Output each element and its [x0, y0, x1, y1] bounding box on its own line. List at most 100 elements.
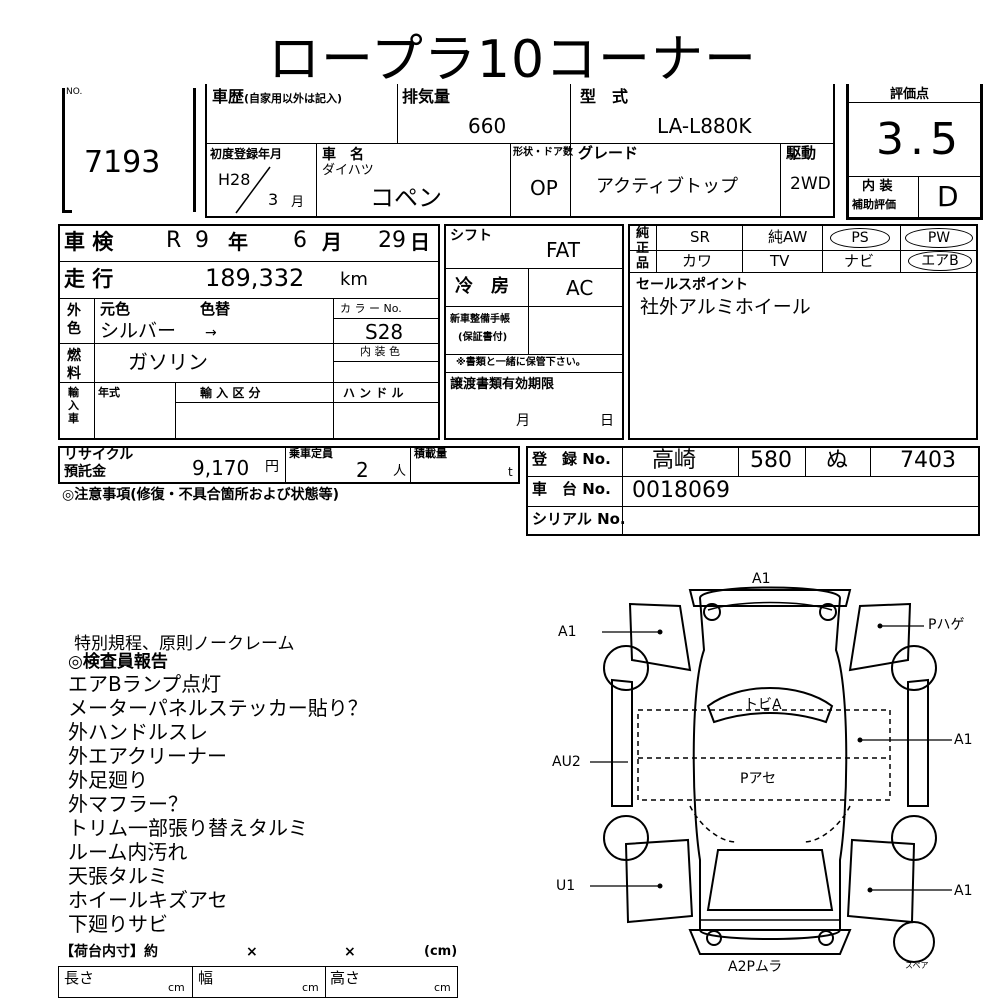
front-bumper	[688, 589, 852, 607]
mileage-unit: km	[340, 269, 368, 290]
right-rocker	[907, 678, 929, 807]
capacity-unit: 人	[393, 464, 407, 479]
displacement-label: 排気量	[402, 87, 451, 106]
rear-window	[706, 849, 834, 911]
cargo-height-label: 高さ	[330, 969, 361, 987]
drive-label: 駆動	[786, 144, 817, 162]
windshield	[706, 687, 834, 724]
damage-roof: トビA	[744, 697, 782, 713]
list-item: 外足廻り	[68, 768, 148, 792]
rear-bumper	[688, 929, 852, 955]
inspection-year-unit: 年	[228, 230, 248, 254]
cargo-width-unit: cm	[302, 981, 319, 994]
equip-ps: PS	[830, 228, 890, 248]
list-item: エアBランプ点灯	[68, 672, 222, 696]
color-arrow: →	[205, 325, 217, 341]
damage-right-top: Pハゲ	[928, 617, 965, 633]
inspection-era: R	[166, 228, 182, 253]
floor-dashed-outline	[637, 709, 891, 801]
registration-place: 高崎	[652, 448, 697, 473]
inspection-day-unit: 日	[410, 230, 430, 254]
special-rule: 特別規程、原則ノークレーム	[74, 634, 295, 654]
damage-left-mid: AU2	[552, 754, 581, 770]
list-item: 外ハンドルスレ	[68, 720, 208, 744]
equip-tv: TV	[770, 252, 790, 270]
left-rear-panel	[624, 838, 694, 924]
serial-label: シリアル No.	[532, 510, 626, 528]
capacity-label: 乗車定員	[289, 447, 333, 460]
first-reg-label: 初度登録年月	[210, 147, 283, 161]
body-door-label: 形状・ドア数	[513, 147, 573, 158]
lot-label: NO.	[66, 87, 83, 97]
cargo-box	[58, 966, 458, 998]
car-damage-diagram	[590, 586, 952, 963]
score-value: 3.5	[876, 114, 964, 165]
detail-box-middle	[444, 224, 624, 440]
inspection-label: 車 検	[64, 230, 114, 254]
color-value: シルバー	[100, 320, 177, 342]
list-item: ルーム内汚れ	[68, 840, 188, 864]
grade-label: グレード	[578, 144, 639, 162]
ac-label: 冷 房	[455, 276, 509, 297]
fuel-label: 燃 料	[67, 348, 81, 382]
car-name-label: 車 名	[322, 147, 364, 163]
capacity-value: 2	[356, 458, 369, 482]
lot-bracket-left	[62, 88, 65, 212]
first-reg-slash	[235, 166, 271, 214]
registration-kana: ぬ	[826, 448, 849, 473]
damage-center: Pアセ	[740, 771, 777, 787]
damage-right-mid: A1	[954, 732, 973, 748]
spare-tire	[893, 921, 935, 963]
equip-navi: ナビ	[844, 252, 875, 270]
equipment-label: 純 正 品	[636, 226, 650, 271]
cargo-height-unit: cm	[434, 981, 451, 994]
color-code-label: カ ラ ー No.	[340, 302, 402, 315]
import-handle-label: ハ ン ド ル	[343, 386, 404, 400]
mileage-value: 189,332	[205, 264, 305, 292]
list-item: 外エアクリーナー	[68, 744, 227, 768]
lot-bracket-foot	[62, 210, 72, 213]
inspection-day: 29	[378, 228, 406, 253]
manual-note: ※書類と一緒に保管下さい。	[456, 357, 586, 368]
interior-score: D	[937, 180, 959, 213]
damage-right-bot: A1	[954, 883, 973, 899]
recycle-label: リサイクル	[64, 447, 134, 463]
left-rocker	[611, 678, 633, 807]
page-title: ロープラ10コーナー	[268, 30, 758, 90]
damage-bottom: A2Pムラ	[728, 959, 783, 975]
chassis-value: 0018069	[632, 478, 730, 503]
sales-point-value: 社外アルミホイール	[640, 296, 811, 318]
wheel-rear-left	[603, 815, 649, 861]
model-type-value: LA-L880K	[657, 114, 752, 138]
right-rear-panel	[846, 838, 916, 924]
equip-airbag: エアB	[908, 251, 972, 271]
equip-aw: 純AW	[768, 228, 808, 246]
recycle-sub-label: 預託金	[64, 464, 106, 480]
notes-label: ◎注意事項(修復・不具合箇所および状態等)	[62, 487, 340, 503]
import-kubun-label: 輸 入 区 分	[200, 386, 261, 400]
model-type-label: 型 式	[580, 87, 629, 106]
inspection-month-unit: 月	[322, 230, 342, 254]
car-body-outline	[692, 586, 848, 940]
left-front-door	[628, 602, 692, 672]
wheel-front-right	[891, 645, 937, 691]
outer-color-label: 外 色	[67, 303, 81, 337]
equip-leather: カワ	[682, 252, 713, 270]
detail-box-left	[58, 224, 440, 440]
interior-label: 内 装	[862, 179, 893, 194]
displacement-value: 660	[468, 114, 507, 138]
history-label: 車歴(自家用以外は記入)	[212, 87, 343, 106]
sales-point-label: セールスポイント	[636, 277, 748, 293]
score-label: 評価点	[890, 87, 930, 102]
cargo-length-unit: cm	[168, 981, 185, 994]
registration-label: 登 録 No.	[532, 450, 611, 468]
transfer-day: 日	[600, 413, 614, 429]
damage-left-top: A1	[558, 624, 577, 640]
recycle-unit: 円	[265, 459, 279, 475]
list-item: ホイールキズアセ	[68, 888, 228, 912]
registration-box	[526, 446, 980, 536]
equip-sr: SR	[690, 228, 710, 246]
car-maker: ダイハツ	[322, 163, 374, 178]
first-reg-year: H28	[218, 170, 251, 189]
list-item: トリム一部張り替えタルミ	[68, 816, 308, 840]
